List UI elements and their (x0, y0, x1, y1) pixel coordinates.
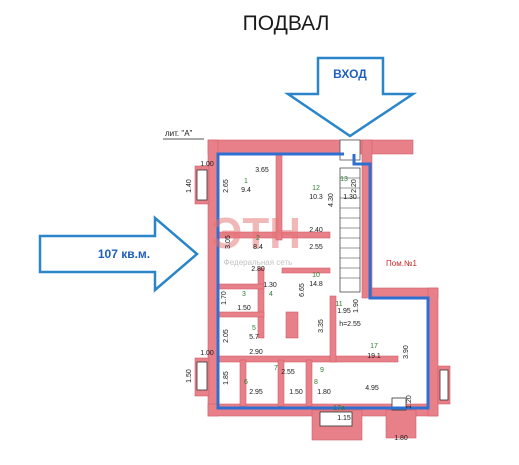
dim-3-90: 3.90 (403, 345, 410, 359)
dim-1-80-a: 1.80 (317, 389, 331, 396)
dim-2-40: 2.40 (309, 227, 323, 234)
dim-1-30-mid: 1.30 (263, 282, 277, 289)
room-17-area: 19.1 (367, 353, 381, 360)
room-1-area: 9.4 (241, 187, 251, 194)
dim-1-70: 1.70 (221, 291, 228, 305)
room-3-num: 3 (242, 291, 246, 298)
room-1-num: 1 (244, 178, 248, 185)
room-11-num: 11 (335, 301, 342, 308)
room-6-num: 6 (244, 379, 248, 386)
dim-3-05: 3.05 (225, 235, 232, 249)
room-17-num: 17 (370, 343, 378, 350)
room-5-area: 5.7 (249, 334, 259, 341)
room-13-num: 13 (340, 176, 348, 183)
dim-2-90: 2.90 (249, 349, 263, 356)
height-label: h=2.55 (339, 321, 361, 328)
page-title: ПОДВАЛ (243, 12, 330, 35)
room-12-num: 12 (312, 185, 320, 192)
area-arrow: 107 кв.м. (38, 215, 199, 293)
watermark-text: Федеральная сеть (224, 258, 293, 267)
watermark: ЭТН Федеральная сеть (211, 209, 301, 267)
dim-2-55-bot: 2.55 (281, 369, 295, 376)
dim-6-65: 6.65 (299, 283, 306, 297)
room-7-num: 7 (274, 365, 278, 372)
dim-3-65: 3.65 (255, 167, 269, 174)
dim-1-30-top: 1.30 (343, 194, 357, 201)
dim-1-80-b: 1.80 (394, 435, 408, 442)
room-8-num: 8 (314, 379, 318, 386)
room-2-num: 2 (256, 235, 260, 242)
entrance-door (339, 139, 361, 161)
room-4-num: 4 (269, 291, 273, 298)
pom-label: Пом.№1 (386, 259, 418, 268)
room-2-area: 8.4 (253, 244, 263, 251)
dim-2-95: 2.95 (249, 389, 263, 396)
dim-4-30: 4.30 (328, 193, 335, 207)
dim-2-55: 2.55 (309, 244, 323, 251)
dim-1-90: 1.90 (353, 299, 360, 313)
entrance-label: ВХОД (333, 67, 367, 81)
dim-3-35: 3.35 (318, 319, 325, 333)
dim-1-50-left: 1.50 (186, 369, 193, 383)
room-12-area: 10.3 (309, 194, 323, 201)
dim-2-05: 2.05 (223, 329, 230, 343)
dim-1-40: 1.40 (186, 179, 193, 193)
room-10-num: 10 (312, 272, 320, 279)
dim-1-95: 1.95 (337, 308, 351, 315)
area-label: 107 кв.м. (98, 247, 150, 261)
dim-1-15: 1.15 (337, 415, 351, 422)
room-5-num: 5 (252, 325, 256, 332)
dim-4-95: 4.95 (365, 385, 379, 392)
dim-2-65: 2.65 (223, 179, 230, 193)
entrance-arrow: ВХОД (283, 56, 418, 138)
dim-1-50-b2: 1.50 (289, 389, 303, 396)
svg-text:ЭТН: ЭТН (211, 209, 301, 258)
staircase (339, 167, 361, 293)
dim-1-00-top: 1.00 (200, 161, 214, 168)
dim-2-20: 2.20 (351, 179, 358, 193)
dim-1-20: 1.20 (406, 395, 413, 409)
room-9-num: 9 (320, 367, 324, 374)
dim-1-85: 1.85 (223, 371, 230, 385)
room-10-area: 14.8 (309, 281, 323, 288)
room-17a-num: 17а (333, 405, 345, 412)
premises-outline (216, 152, 430, 410)
dim-1-50-mid: 1.50 (237, 305, 251, 312)
stair-steps (340, 177, 360, 279)
lit-label: лит. "А" (165, 129, 193, 138)
dim-1-00-bot: 1.00 (200, 350, 214, 357)
dim-2-80: 2.80 (251, 266, 265, 273)
